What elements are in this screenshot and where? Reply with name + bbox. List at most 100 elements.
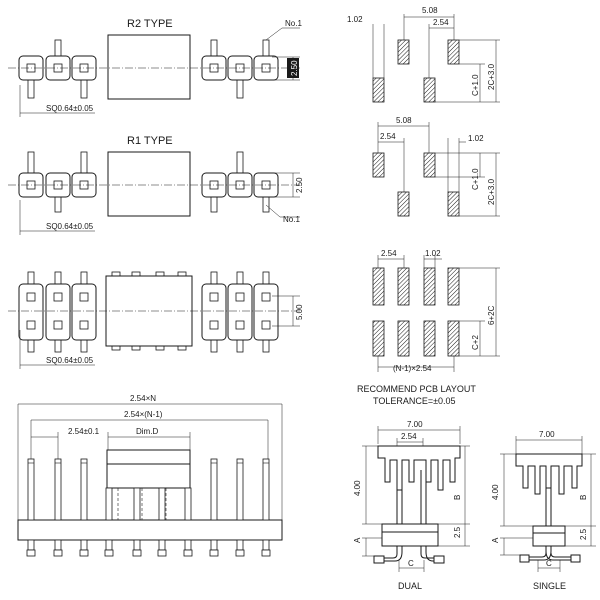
pad — [423, 267, 436, 306]
pcb3-dim-62c: 6+2C — [487, 305, 496, 325]
dual-label: DUAL — [398, 581, 422, 591]
r1-sq-dim: SQ0.64±0.05 — [46, 222, 94, 231]
pin-square — [79, 292, 89, 302]
pin-square — [53, 320, 63, 330]
pin-lead — [184, 487, 192, 521]
pin-lead — [236, 339, 244, 353]
pin-square — [26, 320, 36, 330]
pin-lead — [105, 487, 113, 521]
pin-lead — [27, 458, 35, 521]
dual-row-pins — [18, 271, 279, 353]
pin-foot-tip — [157, 549, 167, 557]
dual-dim-c: C — [408, 559, 414, 568]
pin-lead — [158, 487, 166, 521]
dual-dim-a: A — [353, 537, 362, 543]
pin-foot-tip — [235, 549, 245, 557]
pin-lead — [133, 487, 141, 521]
pad — [397, 39, 410, 65]
pad — [397, 267, 410, 306]
pcb3-dim-102: 1.02 — [425, 249, 441, 258]
pad — [397, 191, 410, 217]
pin-lead — [210, 339, 218, 353]
dual-dim-p: 2.54 — [401, 432, 417, 441]
pin-lead — [210, 196, 218, 213]
single-dim-b: B — [579, 495, 588, 500]
dual-base — [381, 523, 439, 547]
pin-lead — [210, 271, 218, 285]
pin-lead — [236, 151, 244, 174]
pcb1-dim-254: 2.54 — [433, 18, 449, 27]
side-dim-d: Dim.D — [136, 427, 158, 436]
pin-foot-tip — [104, 549, 114, 557]
pin-lead — [210, 39, 218, 57]
pin-collar — [227, 283, 253, 341]
dual-dim-b: B — [453, 495, 462, 500]
pin-lead — [80, 79, 88, 99]
pin-foot — [236, 539, 244, 551]
r1-type-view: R1 TYPE No.1 2.50 SQ0.64±0.05 — [8, 135, 304, 235]
pin-collar — [71, 283, 97, 341]
pin-square — [53, 292, 63, 302]
r2-type-view: R2 TYPE No.1 2.50 SQ0.64±0.05 — [8, 18, 302, 117]
pcb1-dim-508: 5.08 — [422, 6, 438, 15]
single-base — [532, 525, 566, 547]
pin-square — [209, 320, 219, 330]
r2-sq-dim: SQ0.64±0.05 — [46, 104, 94, 113]
pad — [447, 267, 460, 306]
pcb2-dim-254: 2.54 — [380, 132, 396, 141]
pin-foot — [54, 539, 62, 551]
pin-foot-tip — [79, 549, 89, 557]
pin-lead — [80, 339, 88, 353]
pin-lead — [80, 458, 88, 521]
pin-foot — [27, 539, 35, 551]
single-dim-w: 7.00 — [539, 430, 555, 439]
pin-square — [79, 320, 89, 330]
pin-foot-tip — [132, 549, 142, 557]
pad — [423, 320, 436, 357]
pin-foot — [133, 539, 141, 551]
pin-foot-tip — [209, 549, 219, 557]
side-pitch-dim: 2.54±0.1 — [68, 427, 100, 436]
pcb2-dim-c1: C+1.0 — [471, 168, 480, 190]
pin-lead — [262, 339, 270, 353]
pin-foot-tip — [261, 549, 271, 557]
pin-lead — [27, 151, 35, 174]
pin-lead — [54, 458, 62, 521]
pin-lead — [262, 196, 270, 213]
side-body-lower — [106, 463, 191, 489]
pin-foot — [184, 539, 192, 551]
dual-right-lead — [420, 546, 444, 562]
r2-title: R2 TYPE — [127, 18, 173, 30]
side-total-dim: 2.54×N — [130, 394, 156, 403]
pin-foot — [262, 539, 270, 551]
pin-foot-tip — [53, 549, 63, 557]
pad — [372, 267, 385, 306]
dual-row-sq-dim: SQ0.64±0.05 — [46, 356, 94, 365]
pcb-layout-dual: 2.54 1.02 6+2C C+2 (N-1)×2.54 RECOMMEND … — [357, 249, 500, 406]
pin-collar — [45, 283, 71, 341]
single-dim-a: A — [491, 537, 500, 543]
pin-foot — [105, 539, 113, 551]
side-pins — [26, 458, 271, 557]
pcb2-dim-508: 5.08 — [396, 116, 412, 125]
pin-lead — [210, 458, 218, 521]
pcb2-dim-102: 1.02 — [468, 134, 484, 143]
pad — [397, 320, 410, 357]
pin-square — [261, 320, 271, 330]
pin-lead — [236, 271, 244, 285]
pin-foot-tip — [183, 549, 193, 557]
r2-no1-label: No.1 — [285, 19, 302, 28]
pin-square — [261, 292, 271, 302]
side-body-upper — [106, 449, 191, 465]
pad — [372, 152, 385, 178]
pcb3-dim-254: 2.54 — [381, 249, 397, 258]
pin-square — [26, 292, 36, 302]
side-span-dim: 2.54×(N-1) — [124, 410, 163, 419]
dual-profile: 7.00 2.54 4.00 A B 2.5 C DUAL — [353, 420, 470, 591]
pcb3-pads — [372, 267, 460, 357]
pin-lead — [262, 39, 270, 57]
r1-pitch-dim: 2.50 — [295, 177, 304, 193]
pin-lead — [54, 39, 62, 57]
pin-lead — [54, 196, 62, 213]
